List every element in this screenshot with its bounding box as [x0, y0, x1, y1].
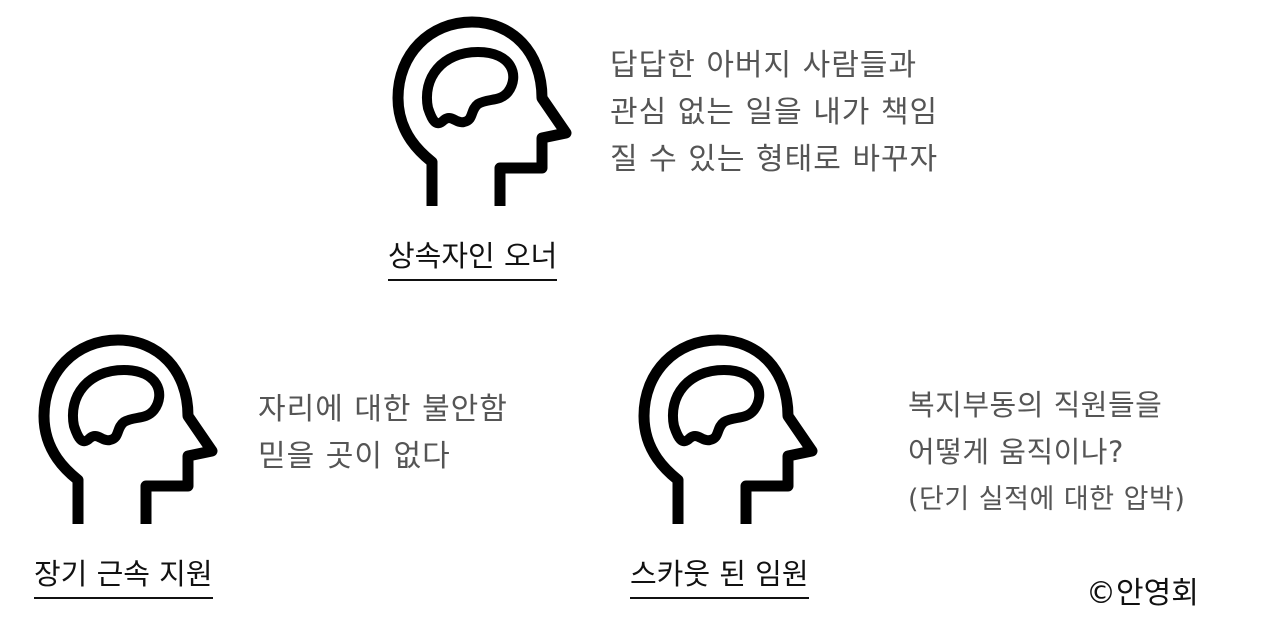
description-line: (단기 실적에 대한 압박) — [908, 484, 1186, 515]
head-brain-icon — [392, 16, 572, 212]
head-brain-icon — [38, 334, 218, 530]
description-line: 자리에 대한 불안함 — [258, 392, 508, 427]
persona-label: 스카웃 된 임원 — [630, 551, 809, 599]
persona-description: 복지부동의 직원들을 어떻게 움직이나? (단기 실적에 대한 압박) — [908, 382, 1185, 523]
description-line: 복지부동의 직원들을 — [908, 388, 1163, 422]
description-line: 답답한 아버지 사람들과 — [610, 48, 918, 83]
description-line: 믿을 곳이 없다 — [258, 439, 451, 474]
description-line: 질 수 있는 형태로 바꾸자 — [610, 142, 939, 177]
description-line: 관심 없는 일을 내가 책임 — [610, 95, 939, 130]
persona-label: 장기 근속 지원 — [34, 551, 213, 599]
head-brain-icon — [638, 334, 818, 530]
persona-label: 상속자인 오너 — [388, 233, 558, 281]
persona-description: 답답한 아버지 사람들과 관심 없는 일을 내가 책임 질 수 있는 형태로 바… — [610, 42, 938, 183]
persona-description: 자리에 대한 불안함 믿을 곳이 없다 — [258, 386, 508, 480]
description-line: 어떻게 움직이나? — [908, 435, 1124, 469]
copyright-notice: ©안영회 — [1086, 576, 1199, 611]
